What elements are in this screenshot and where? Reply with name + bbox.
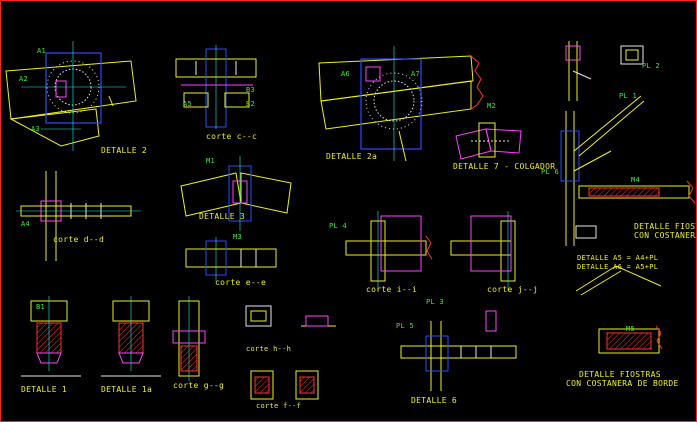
detalle-2-drawing xyxy=(5,41,137,151)
tag-m2: M2 xyxy=(487,102,497,110)
detalle-6-title: DETALLE 6 xyxy=(411,396,458,405)
tag-pl5: PL 5 xyxy=(396,322,415,330)
con-costanera-title: CON COSTANERA xyxy=(634,231,697,240)
corte-d-drawing xyxy=(16,171,141,261)
corte-h-drawing xyxy=(245,305,336,327)
tag-a7: A7 xyxy=(411,70,421,78)
detalle-1-drawing xyxy=(21,296,81,377)
tag-b1: B1 xyxy=(36,303,46,311)
detalle-1-title: DETALLE 1 xyxy=(21,385,68,394)
detalle-1a-drawing xyxy=(101,296,161,377)
detalle-2a-drawing xyxy=(318,46,484,162)
detalle-7-drawing xyxy=(455,122,522,160)
corte-j-drawing xyxy=(450,211,516,291)
corte-e-drawing xyxy=(185,237,277,281)
tag-a5: A5 xyxy=(183,100,193,108)
tag-a3: A3 xyxy=(31,125,41,133)
corte-d-title: corte d--d xyxy=(53,235,105,244)
detalle-2-title: DETALLE 2 xyxy=(101,146,148,155)
corte-e-title: corte e--e xyxy=(215,278,267,287)
detalle-fiostras-borde-drawing xyxy=(575,265,663,354)
detalle-6-drawing xyxy=(400,310,517,391)
corte-i-drawing xyxy=(345,211,433,291)
tag-m4: M4 xyxy=(631,176,641,184)
tag-a2: A2 xyxy=(19,75,29,83)
detalle-3-drawing xyxy=(180,156,292,231)
detalle-a5-note: DETALLE A5 = A4+PL xyxy=(577,254,659,262)
tag-a1: A1 xyxy=(37,47,47,55)
corte-f-drawing xyxy=(250,370,319,400)
tag-b3: B3 xyxy=(246,86,256,94)
tag-m3: M3 xyxy=(233,233,243,241)
detalle-fiostras-drawing xyxy=(560,95,696,246)
tag-pl4: PL 4 xyxy=(329,222,348,230)
corte-g-drawing xyxy=(172,296,206,381)
detalle-7-title: DETALLE 7 - COLGADOR xyxy=(453,162,556,171)
detalle-1a-title: DETALLE 1a xyxy=(101,385,153,394)
corte-h-title: corte h--h xyxy=(246,345,292,353)
detalle-fiostras-title: DETALLE FIOSTRAS xyxy=(634,222,696,231)
corte-i-title: corte i--i xyxy=(366,285,418,294)
tag-pl3: PL 3 xyxy=(426,298,445,306)
detalle-a6-note: DETALLE A6 = A5+PL xyxy=(577,263,659,271)
corte-j-title: corte j--j xyxy=(487,285,539,294)
tag-pl1: PL 1 xyxy=(619,92,638,100)
pl2-detail-drawing xyxy=(565,41,644,101)
con-costanera-borde-title: CON COSTANERA DE BORDE xyxy=(566,379,679,388)
tag-pl6: PL 6 xyxy=(541,168,560,176)
tag-m5: M5 xyxy=(626,325,636,333)
tag-m1: M1 xyxy=(206,157,216,165)
tag-pl2: PL 2 xyxy=(642,62,661,70)
corte-c-title: corte c--c xyxy=(206,132,258,141)
tag-b2: B2 xyxy=(246,100,256,108)
tag-a6: A6 xyxy=(341,70,351,78)
corte-g-title: corte g--g xyxy=(173,381,225,390)
corte-c-drawing xyxy=(175,45,257,129)
detalle-2a-title: DETALLE 2a xyxy=(326,152,378,161)
tag-a4: A4 xyxy=(21,220,31,228)
detalle-fiostras-borde-title: DETALLE FIOSTRAS xyxy=(579,370,661,379)
corte-f-title: corte f--f xyxy=(256,402,302,410)
detalle-3-title: DETALLE 3 xyxy=(199,212,246,221)
